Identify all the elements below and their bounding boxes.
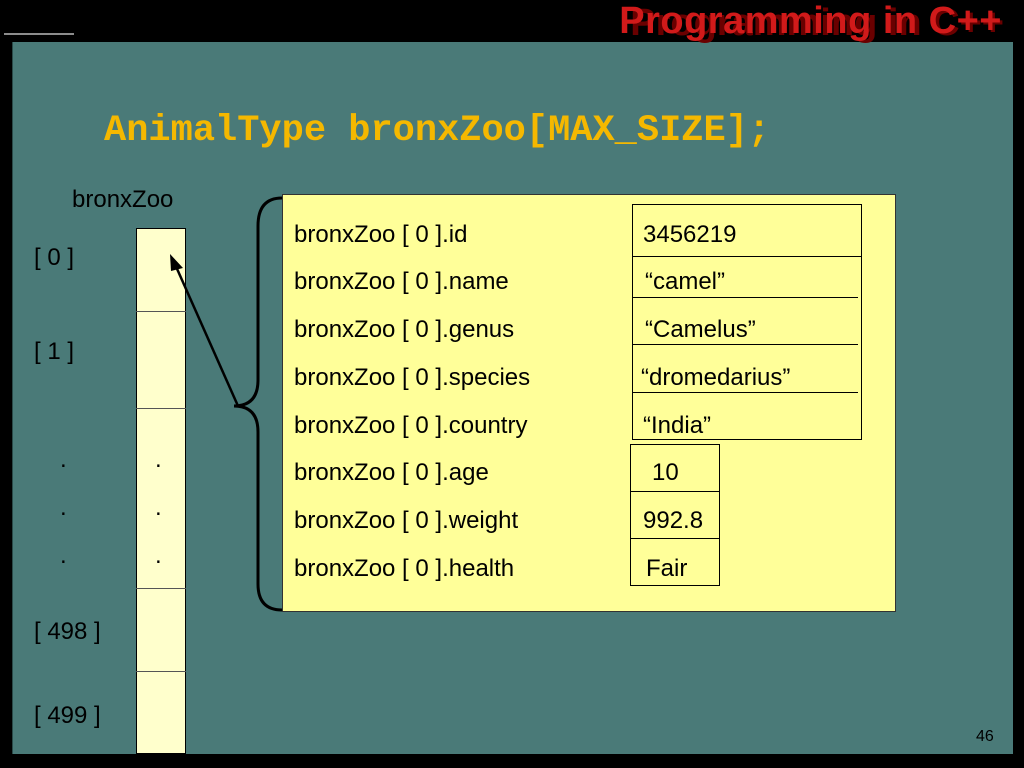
array-index-label: [ 499 ]: [34, 702, 101, 729]
value-rule: [632, 392, 858, 393]
field-value-name: “camel”: [645, 268, 726, 295]
array-cell-divider: [136, 311, 186, 312]
ellipsis-dot: .: [155, 494, 162, 521]
field-value-id: 3456219: [643, 221, 737, 248]
array-box: [136, 228, 186, 754]
value-frame: [630, 444, 720, 586]
field-value-health: Fair: [646, 555, 688, 582]
field-name-genus: bronxZoo [ 0 ].genus: [294, 316, 515, 343]
array-name-label: bronxZoo: [72, 186, 174, 213]
value-rule: [632, 256, 862, 257]
ellipsis-dot: .: [60, 494, 67, 521]
ellipsis-dot: .: [155, 446, 162, 473]
array-index-label: [ 498 ]: [34, 618, 101, 645]
field-value-age: 10: [652, 459, 679, 486]
field-name-id: bronxZoo [ 0 ].id: [294, 221, 468, 248]
field-name-name: bronxZoo [ 0 ].name: [294, 268, 509, 295]
field-value-species: “dromedarius”: [641, 364, 791, 391]
field-value-genus: “Camelus”: [645, 316, 756, 343]
field-value-weight: 992.8: [643, 507, 704, 534]
array-cell-divider: [136, 588, 186, 589]
code-declaration: AnimalType bronxZoo[MAX_SIZE];: [104, 110, 771, 152]
header-decoration-icon: [4, 33, 74, 35]
array-cell-divider: [136, 408, 186, 409]
field-value-country: “India”: [643, 412, 712, 439]
struct-box: [282, 194, 896, 612]
ellipsis-dot: .: [60, 542, 67, 569]
field-name-country: bronxZoo [ 0 ].country: [294, 412, 528, 439]
array-index-label: [ 0 ]: [34, 244, 75, 271]
value-rule: [630, 538, 720, 539]
field-name-species: bronxZoo [ 0 ].species: [294, 364, 531, 391]
field-name-weight: bronxZoo [ 0 ].weight: [294, 507, 519, 534]
page-number: 46: [976, 728, 994, 745]
value-rule: [632, 297, 858, 298]
ellipsis-dot: .: [155, 542, 162, 569]
header-bar: [0, 0, 1024, 42]
header-title: Programming in C++: [619, 0, 1002, 42]
field-name-age: bronxZoo [ 0 ].age: [294, 459, 489, 486]
value-rule: [630, 491, 720, 492]
value-frame: [632, 204, 862, 440]
ellipsis-dot: .: [60, 446, 67, 473]
header-title-shadow: Programming in C++: [630, 2, 1004, 44]
array-index-label: [ 1 ]: [34, 338, 75, 365]
field-name-health: bronxZoo [ 0 ].health: [294, 555, 515, 582]
array-cell-divider: [136, 671, 186, 672]
value-rule: [632, 344, 858, 345]
